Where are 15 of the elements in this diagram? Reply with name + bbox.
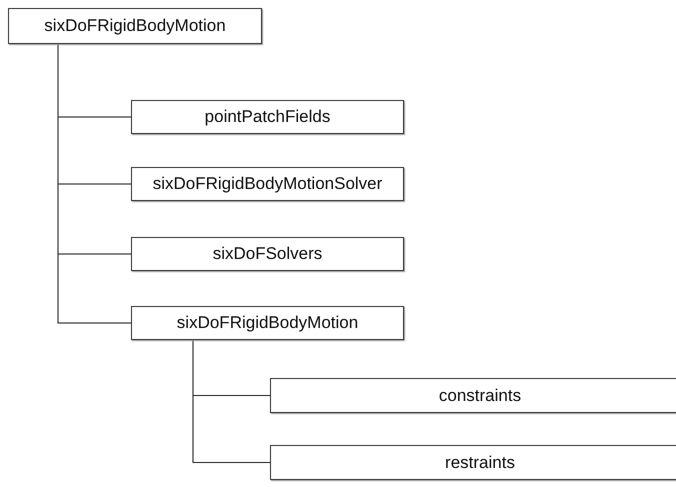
tree-box <box>8 8 262 44</box>
tree-box <box>131 237 404 271</box>
tree-box <box>270 378 676 413</box>
tree-box <box>131 100 404 134</box>
box-label: restraints <box>445 452 515 472</box>
box-label: sixDoFRigidBodyMotion <box>176 313 358 333</box>
tree-box <box>131 306 404 340</box>
tree-box <box>270 445 676 480</box>
box-label: sixDoFRigidBodyMotionSolver <box>152 174 382 194</box>
tree-box <box>131 167 404 201</box>
box-label: sixDoFRigidBodyMotion <box>44 16 226 36</box>
box-label: sixDoFSolvers <box>212 244 322 264</box>
connector-line <box>192 340 270 463</box>
box-label: pointPatchFields <box>204 107 330 127</box>
box-label: constraints <box>438 386 522 406</box>
